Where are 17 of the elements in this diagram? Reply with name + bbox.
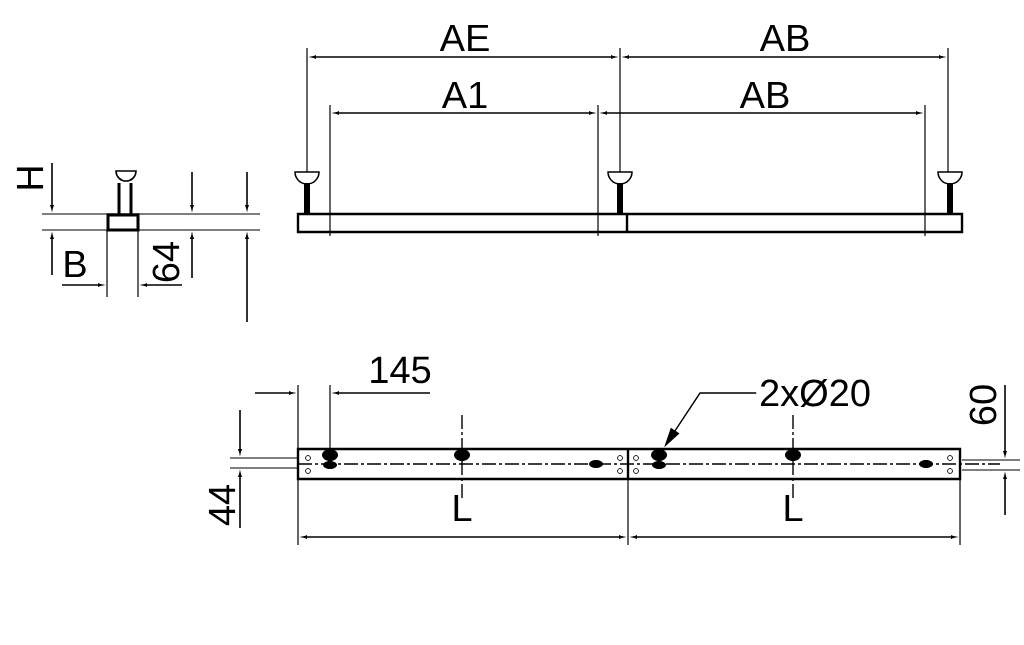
dimension-label: L — [785, 494, 803, 522]
hole — [454, 449, 470, 461]
hole — [651, 449, 667, 461]
dimension-label: 60 — [969, 385, 997, 425]
dimension-label: 64 — [152, 242, 180, 282]
dimension-label: 145 — [371, 356, 431, 384]
dimension-label: AB — [759, 24, 809, 52]
dimension-label: AB — [739, 81, 789, 109]
dimension-label: H — [16, 167, 44, 189]
dimension-label: L — [454, 494, 472, 522]
dimension-label: B — [65, 250, 86, 278]
dimension-label: AE — [439, 24, 489, 52]
callout-label: 2xØ20 — [760, 378, 870, 408]
hole — [322, 449, 338, 461]
hole — [785, 449, 801, 461]
dimension-label: A1 — [441, 81, 487, 109]
dimension-label: 44 — [208, 485, 236, 526]
